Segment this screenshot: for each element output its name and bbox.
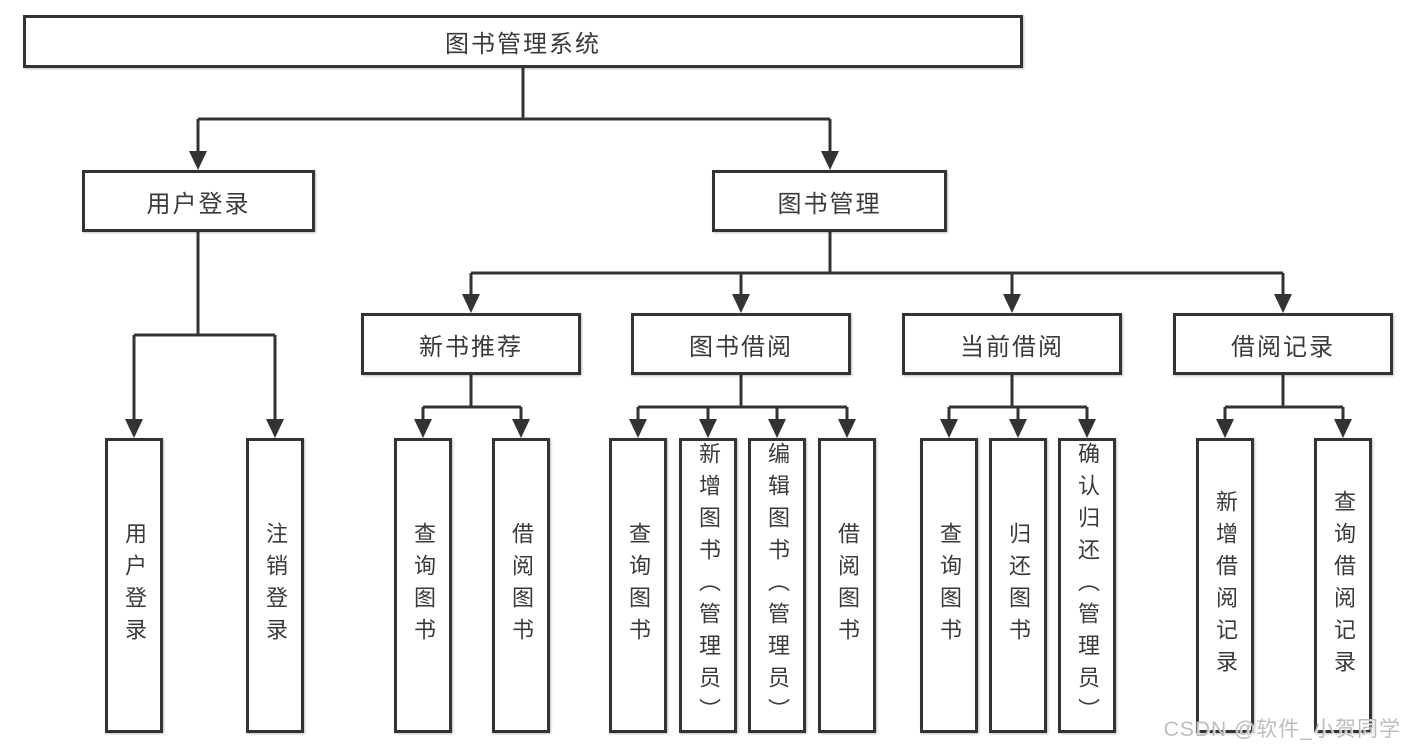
leaf-query-books-newrec: 查询图书 (394, 438, 452, 733)
node-current-borrowing: 当前借阅 (902, 313, 1122, 375)
node-book-borrowing: 图书借阅 (631, 313, 851, 375)
node-new-book-recommendation-label: 新书推荐 (419, 333, 523, 361)
node-borrowing-records: 借阅记录 (1173, 313, 1393, 375)
connector-user-login-to-leaves (132, 232, 277, 421)
node-root-label: 图书管理系统 (445, 31, 601, 58)
connector-book-management-to-modules (469, 232, 1285, 296)
arrowhead-icon (699, 419, 717, 438)
arrowhead-icon (189, 151, 207, 170)
arrowhead-icon (821, 151, 839, 170)
leaf-borrow-books-borrow: 借阅图书 (818, 438, 876, 733)
arrowhead-icon (1274, 294, 1292, 313)
leaf-borrow-books-newrec-label: 借阅图书 (509, 521, 534, 650)
leaf-edit-books-admin-label: 编辑图书（管理员） (765, 441, 790, 730)
leaf-logout: 注销登录 (246, 438, 304, 733)
arrowhead-icon (266, 419, 284, 438)
connector-borrow-records-to-leaves (1223, 375, 1345, 421)
leaf-confirm-return-admin: 确认归还（管理员） (1058, 438, 1116, 733)
arrowhead-icon (1078, 419, 1096, 438)
leaf-query-books-current-label: 查询图书 (937, 521, 962, 650)
leaf-query-borrow-record-label: 查询借阅记录 (1331, 489, 1356, 682)
node-new-book-recommendation: 新书推荐 (361, 313, 581, 375)
leaf-logout-label: 注销登录 (263, 521, 288, 650)
leaf-borrow-books-borrow-label: 借阅图书 (835, 521, 860, 650)
leaf-query-books-current: 查询图书 (920, 438, 978, 733)
leaf-query-books-borrow: 查询图书 (609, 438, 667, 733)
arrowhead-icon (462, 294, 480, 313)
leaf-add-borrow-record-label: 新增借阅记录 (1213, 489, 1238, 682)
node-user-login-label: 用户登录 (146, 190, 251, 218)
leaf-add-borrow-record: 新增借阅记录 (1196, 438, 1254, 733)
leaf-add-books-admin-label: 新增图书（管理员） (696, 441, 721, 730)
arrowhead-icon (629, 419, 647, 438)
leaf-user-login: 用户登录 (105, 438, 163, 733)
leaf-confirm-return-admin-label: 确认归还（管理员） (1075, 441, 1100, 730)
leaf-query-books-newrec-label: 查询图书 (411, 521, 436, 650)
leaf-query-borrow-record: 查询借阅记录 (1314, 438, 1372, 733)
arrowhead-icon (125, 419, 143, 438)
leaf-return-books-label: 归还图书 (1006, 521, 1031, 650)
node-root: 图书管理系统 (23, 15, 1023, 68)
node-book-management: 图书管理 (712, 170, 947, 232)
csdn-watermark: CSDN @软件_小贺同学 (1163, 718, 1401, 741)
arrowhead-icon (512, 419, 530, 438)
node-current-borrowing-label: 当前借阅 (960, 333, 1064, 361)
arrowhead-icon (1334, 419, 1352, 438)
arrowhead-icon (940, 419, 958, 438)
leaf-return-books: 归还图书 (989, 438, 1047, 733)
arrowhead-icon (1009, 419, 1027, 438)
node-user-login: 用户登录 (82, 170, 315, 232)
arrowhead-icon (1216, 419, 1234, 438)
leaf-query-books-borrow-label: 查询图书 (626, 521, 651, 650)
leaf-add-books-admin: 新增图书（管理员） (679, 438, 737, 733)
leaf-user-login-label: 用户登录 (122, 521, 147, 650)
connector-book-borrow-to-leaves (636, 375, 849, 421)
connector-current-borrow-to-leaves (947, 375, 1089, 421)
leaf-borrow-books-newrec: 借阅图书 (492, 438, 550, 733)
connector-new-book-to-leaves (421, 375, 523, 421)
arrowhead-icon (768, 419, 786, 438)
arrowhead-icon (1003, 294, 1021, 313)
arrowhead-icon (838, 419, 856, 438)
arrowhead-icon (732, 294, 750, 313)
node-book-borrowing-label: 图书借阅 (689, 333, 793, 361)
node-borrowing-records-label: 借阅记录 (1231, 333, 1335, 361)
node-book-management-label: 图书管理 (777, 190, 882, 218)
arrowhead-icon (414, 419, 432, 438)
leaf-edit-books-admin: 编辑图书（管理员） (748, 438, 806, 733)
connector-root-to-branches (196, 66, 832, 153)
